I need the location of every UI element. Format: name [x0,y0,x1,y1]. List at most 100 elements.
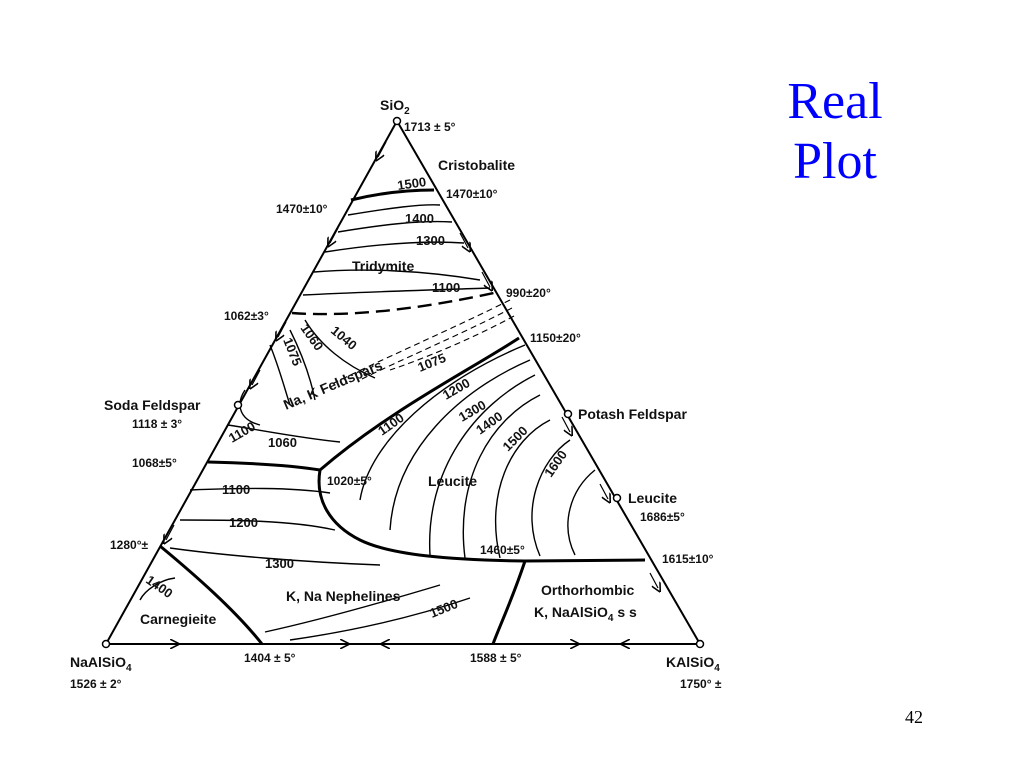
isotherm-line [531,439,571,557]
tie-line-2 [359,307,513,381]
boundary-tridymite-feldspar [291,290,499,316]
tie-line-1 [329,299,511,386]
isotherm-line [169,547,381,566]
label-1470-right: 1470±10° [446,187,498,201]
vertex-naalsio4: NaAlSiO4 [70,654,132,674]
boundary-orthorhombic-nepheline [491,560,527,645]
isotherm-line [567,469,596,556]
point-potash-feldspar [563,409,573,419]
boundary-carnegieite-nepheline [159,544,264,645]
label-potash-feldspar: Potash Feldspar [578,406,687,422]
label-1150: 1150±20° [530,331,581,345]
tie-line-3 [389,315,515,371]
arrow-marker [459,232,468,248]
point-sio2 [392,116,402,126]
label-leucite-point: Leucite [628,490,677,506]
isotherm-label: 1100 [432,280,460,295]
label-1615: 1615±10° [662,552,714,566]
isotherm-label: 1075 [280,336,305,368]
isotherm-line [313,269,481,281]
vertex-sio2: SiO2 [380,97,410,117]
isotherm-label: 1060 [268,435,297,450]
point-soda-feldspar [233,400,243,410]
boundary-leucite-nepheline [317,469,526,563]
isotherm-line [304,319,376,379]
isotherm-label: 1500 [396,174,427,193]
boundary-feldspar-leucite [319,336,520,472]
isotherm-label: 1200 [229,515,258,530]
point-naalsio4 [101,639,111,649]
isotherm-line [462,394,541,559]
label-orthorhombic-2: K, NaAlSiO4 s s [534,604,637,624]
label-tridymite: Tridymite [352,258,414,274]
arrow-marker [378,141,387,157]
point-leucite [612,493,622,503]
arrow-marker [599,483,608,499]
isotherm-line [289,597,471,641]
isotherm-line [139,577,176,601]
isotherm-label: 1400 [143,572,175,601]
arrow-marker [649,572,658,588]
boundary-feldspar-nepheline [207,460,321,472]
label-1280: 1280°± [110,538,148,552]
isotherm-line [428,374,536,556]
label-1068: 1068±5° [132,456,177,470]
label-soda-feldspar: Soda Feldspar [104,397,201,413]
vertex-naalsio4-temp: 1526 ± 2° [70,677,122,691]
isotherm-label: 1040 [328,323,360,353]
isotherm-line [302,287,491,296]
isotherm-line [227,424,341,443]
isotherm-line [269,344,291,406]
isotherm-line [337,220,453,233]
label-leucite-field: Leucite [428,473,477,489]
title-line-1: Real [787,73,883,130]
vertex-kalsio4: KAlSiO4 [666,654,720,674]
label-cristobalite: Cristobalite [438,157,515,173]
isotherm-label: 1600 [541,447,570,479]
label-leucite-temp: 1686±5° [640,510,685,524]
vertex-sio2-temp: 1713 ± 5° [404,120,456,134]
isotherm-line [239,389,261,426]
arrow-marker [330,227,339,243]
isotherm-line [264,584,441,633]
isotherm-line [189,487,331,494]
label-1588: 1588 ± 5° [470,651,522,665]
label-1470-left: 1470±10° [276,202,328,216]
isotherm-line [289,329,316,401]
label-soda-feldspar-temp: 1118 ± 3° [132,417,182,431]
label-990: 990±20° [506,286,551,300]
arrow-marker [278,321,287,337]
arrow-marker [481,271,490,287]
isotherm-label: 1100 [375,410,407,438]
isotherm-line [179,519,336,531]
isotherm-line [324,241,465,253]
label-carnegieite: Carnegieite [140,611,216,627]
isotherm-label: 1300 [416,233,445,248]
point-kalsio4 [695,639,705,649]
slide-title: Real Plot [770,72,900,192]
isotherm-label: 1300 [265,556,294,571]
isotherm-label: 1200 [440,375,473,402]
page-number: 42 [905,707,923,727]
label-1062: 1062±3° [224,309,269,323]
isotherm-label: 1500 [428,596,460,621]
isotherm-line [389,359,531,531]
label-nephelines: K, Na Nephelines [286,588,401,604]
isotherm-line [359,344,526,501]
label-1020: 1020±5° [327,474,372,488]
boundary-cristobalite-tridymite [350,188,435,202]
label-1404: 1404 ± 5° [244,651,296,665]
vertex-kalsio4-temp: 1750° ± [680,677,722,691]
isotherm-line [347,204,441,216]
isotherm-line [494,419,551,559]
title-line-2: Plot [793,133,877,190]
isotherm-label: 1100 [222,482,250,497]
triangle-outline [104,118,702,645]
isotherm-label: 1075 [416,350,448,375]
arrow-marker [166,524,175,540]
label-orthorhombic-1: Orthorhombic [541,582,635,598]
isotherm-label: 1400 [405,211,434,226]
label-1460: 1460±5° [480,543,525,557]
boundary-leucite-orthorhombic [524,558,646,563]
